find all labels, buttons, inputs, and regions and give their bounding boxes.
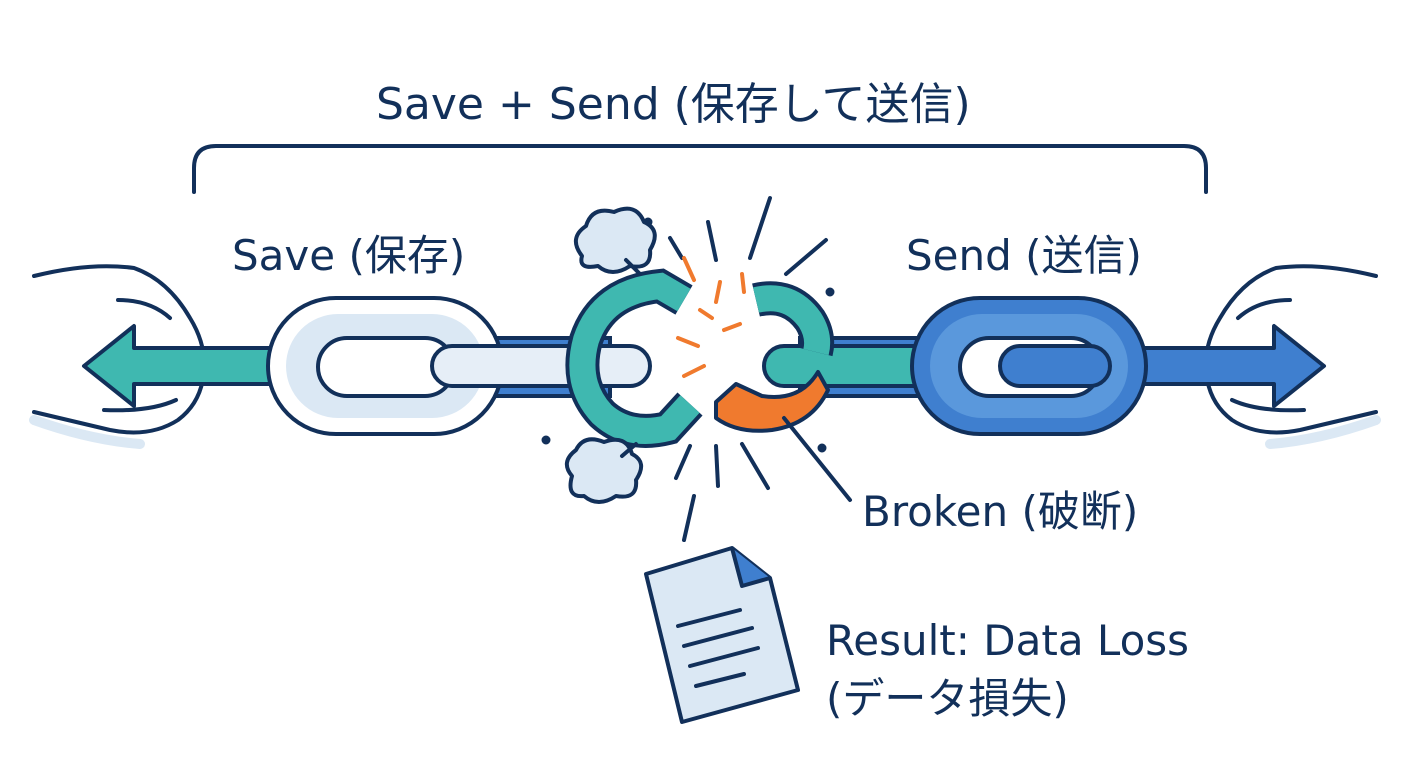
document-icon bbox=[644, 546, 800, 724]
send-label: Send (送信) bbox=[906, 231, 1142, 280]
spark-lines bbox=[676, 256, 746, 378]
broken-pointer bbox=[782, 416, 852, 502]
broken-link-right bbox=[714, 281, 835, 433]
broken-label: Broken (破断) bbox=[862, 487, 1139, 536]
result-line-1: Result: Data Loss bbox=[826, 616, 1190, 665]
save-label: Save (保存) bbox=[232, 231, 466, 280]
chain-link-light bbox=[430, 344, 652, 388]
result-line-2: (データ損失) bbox=[826, 674, 1069, 723]
result-label: Result: Data Loss (データ損失) bbox=[826, 612, 1189, 728]
broken-link-left bbox=[565, 268, 703, 448]
chain-link-save bbox=[266, 296, 504, 436]
bracket bbox=[192, 144, 1208, 194]
diagram-title: Save + Send (保存して送信) bbox=[376, 79, 971, 130]
smoke-puff-icon bbox=[564, 206, 657, 504]
chain-link-blue-inner bbox=[998, 344, 1112, 388]
